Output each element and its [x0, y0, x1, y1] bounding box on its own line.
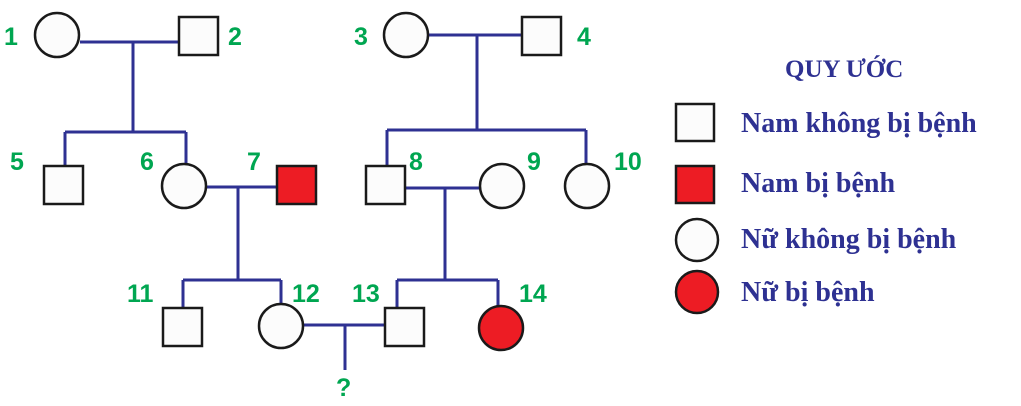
individual-4-male-unaffected	[520, 15, 563, 57]
label-6: 6	[140, 148, 154, 176]
individual-12-female-unaffected	[257, 302, 305, 350]
individual-8-male-unaffected	[364, 164, 407, 206]
individual-13-male-unaffected	[383, 306, 426, 348]
label-12: 12	[292, 280, 320, 308]
label-5: 5	[10, 148, 24, 176]
individual-14-female-affected	[477, 304, 525, 352]
label-8: 8	[409, 148, 423, 176]
label-11: 11	[127, 280, 154, 308]
individual-9-female-unaffected	[478, 162, 526, 210]
couple-6-7-lines	[181, 185, 283, 309]
legend-label-female-unaffected: Nữ không bị bệnh	[741, 224, 957, 255]
individual-1-female-unaffected	[33, 11, 81, 59]
individual-11-male-unaffected	[161, 306, 204, 348]
individual-2-male-unaffected	[177, 15, 220, 57]
legend-symbol-female-affected	[674, 269, 720, 315]
legend: QUY ƯỚC Nam không bị bệnh Nam bị bệnh Nữ…	[674, 55, 977, 315]
individual-7-male-affected	[275, 164, 318, 206]
individual-10-female-unaffected	[563, 162, 611, 210]
label-3: 3	[354, 23, 368, 51]
couple-8-9-lines	[395, 186, 500, 309]
label-1: 1	[4, 23, 18, 51]
couple-1-2-lines	[63, 40, 188, 166]
legend-title: QUY ƯỚC	[785, 55, 903, 83]
label-4: 4	[577, 23, 591, 51]
couple-3-4-lines	[385, 33, 588, 166]
individual-6-female-unaffected	[160, 162, 208, 210]
label-9: 9	[527, 148, 541, 176]
legend-symbol-female-unaffected	[674, 217, 720, 263]
legend-label-male-unaffected: Nam không bị bệnh	[741, 108, 977, 139]
individual-3-female-unaffected	[382, 11, 430, 59]
label-14: 14	[519, 280, 547, 308]
legend-label-male-affected: Nam bị bệnh	[741, 168, 895, 199]
label-10: 10	[614, 148, 642, 176]
individual-5-male-unaffected	[42, 164, 85, 206]
couple-12-13-lines	[304, 323, 385, 370]
label-13: 13	[352, 280, 380, 308]
legend-symbol-male-unaffected	[674, 102, 716, 143]
label-2: 2	[228, 23, 242, 51]
label-7: 7	[247, 148, 261, 176]
legend-label-female-affected: Nữ bị bệnh	[741, 277, 875, 308]
unknown-child-label: ?	[336, 374, 351, 402]
legend-symbol-male-affected	[674, 164, 716, 205]
